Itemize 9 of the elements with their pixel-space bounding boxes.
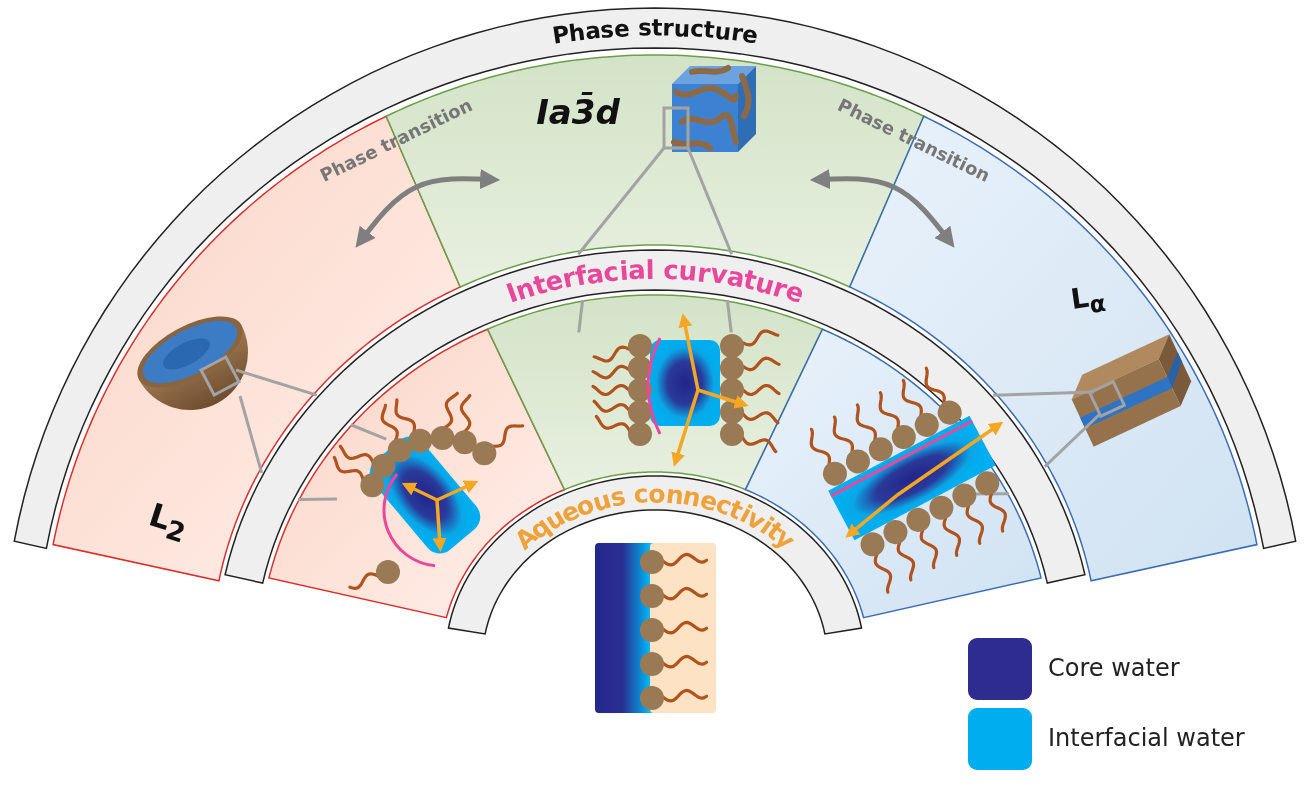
legend-label: Core water xyxy=(1048,654,1180,682)
legend-label: Interfacial water xyxy=(1048,724,1245,752)
arc-heading: Aqueous connectivity xyxy=(510,479,801,555)
phase-label: L$_{α}$ xyxy=(1068,279,1108,321)
double-arrow xyxy=(355,169,501,248)
arc-heading: Interfacial curvature xyxy=(500,254,809,309)
phase-label: Ia3̄d xyxy=(536,92,620,132)
arc-heading: Phase structure xyxy=(549,14,761,49)
double-arrow xyxy=(809,169,955,248)
